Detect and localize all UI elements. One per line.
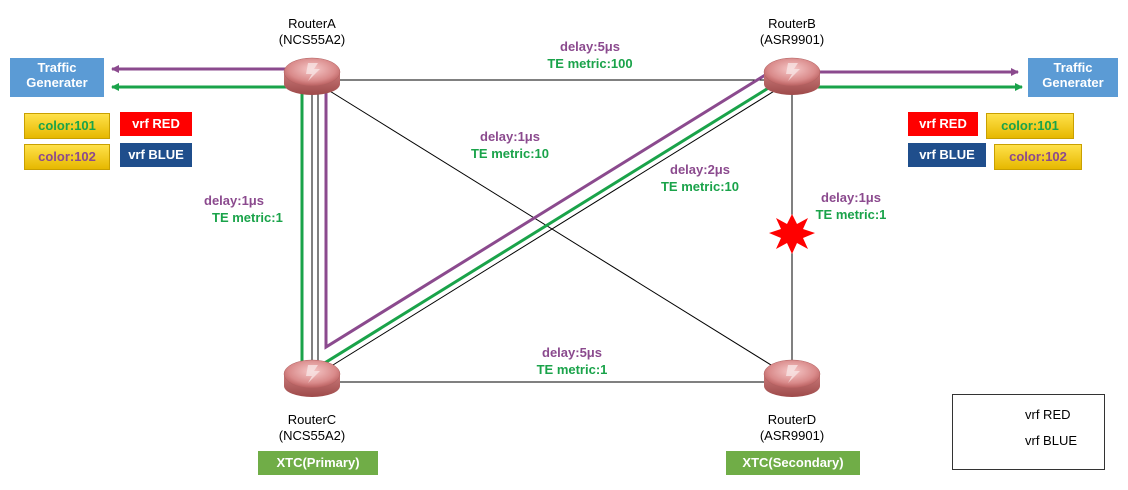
link-a-c-label: delay:1μs TE metric:1 (176, 192, 326, 226)
traffic-generator-right-line1: Traffic (1053, 60, 1093, 75)
router-b-model: (ASR9901) (759, 32, 825, 47)
link-c-d-label: delay:5μs TE metric:1 (492, 344, 652, 378)
router-a-name: RouterA (288, 16, 336, 31)
legend: vrf RED vrf BLUE (952, 394, 1105, 470)
link-a-d-label: delay:1μs TE metric:10 (430, 128, 590, 162)
link-c-b-metric: TE metric:10 (660, 179, 740, 194)
router-icon[interactable] (763, 359, 821, 397)
left-color-102-badge: color:102 (24, 144, 110, 170)
link-c-d-delay: delay:5μs (542, 345, 602, 360)
traffic-generator-right[interactable]: Traffic Generater (1028, 58, 1118, 97)
link-a-b-delay: delay:5μs (560, 39, 620, 54)
legend-red-label: vrf RED (1025, 407, 1071, 422)
physical-links (311, 79, 793, 383)
left-vrf-red-badge: vrf RED (120, 112, 192, 136)
traffic-generator-left[interactable]: Traffic Generater (10, 58, 104, 97)
right-vrf-blue-badge: vrf BLUE (908, 143, 986, 167)
router-d-name: RouterD (767, 412, 817, 427)
link-b-d-label: delay:1μs TE metric:1 (786, 189, 916, 223)
router-d-label: RouterD (ASR9901) (742, 412, 842, 444)
traffic-generator-left-line1: Traffic (37, 60, 77, 75)
link-c-b-label: delay:2μs TE metric:10 (620, 161, 780, 195)
link-a-c-metric: TE metric:1 (212, 210, 283, 225)
failure-burst-icon (769, 214, 815, 254)
router-a-model: (NCS55A2) (278, 32, 346, 47)
router-b-label: RouterB (ASR9901) (742, 16, 842, 48)
router-b-name: RouterB (768, 16, 816, 31)
link-a-b-label: delay:5μs TE metric:100 (510, 38, 670, 72)
router-icon[interactable] (283, 359, 341, 397)
link-c-b-delay: delay:2μs (670, 162, 730, 177)
xtc-primary-badge: XTC(Primary) (258, 451, 378, 475)
router-d-model: (ASR9901) (759, 428, 825, 443)
left-vrf-blue-badge: vrf BLUE (120, 143, 192, 167)
router-c-model: (NCS55A2) (278, 428, 346, 443)
link-a-d-delay: delay:1μs (480, 129, 540, 144)
link-a-d-metric: TE metric:10 (470, 146, 550, 161)
link-c-b (311, 79, 793, 379)
router-c-name: RouterC (287, 412, 337, 427)
link-b-d-delay: delay:1μs (821, 190, 881, 205)
traffic-generator-right-line2: Generater (1042, 75, 1104, 90)
link-c-d-metric: TE metric:1 (536, 362, 608, 377)
link-a-c-delay: delay:1μs (204, 193, 264, 208)
link-a-b-metric: TE metric:100 (547, 56, 633, 71)
right-vrf-red-badge: vrf RED (908, 112, 978, 136)
router-icon[interactable] (283, 57, 341, 95)
right-color-101-badge: color:101 (986, 113, 1074, 139)
router-icon[interactable] (763, 57, 821, 95)
traffic-generator-left-line2: Generater (26, 75, 88, 90)
router-a-label: RouterA (NCS55A2) (262, 16, 362, 48)
right-color-102-badge: color:102 (994, 144, 1082, 170)
legend-blue-label: vrf BLUE (1025, 433, 1078, 448)
link-b-d-metric: TE metric:1 (815, 207, 887, 222)
left-color-101-badge: color:101 (24, 113, 110, 139)
router-c-label: RouterC (NCS55A2) (262, 412, 362, 444)
xtc-secondary-badge: XTC(Secondary) (726, 451, 860, 475)
